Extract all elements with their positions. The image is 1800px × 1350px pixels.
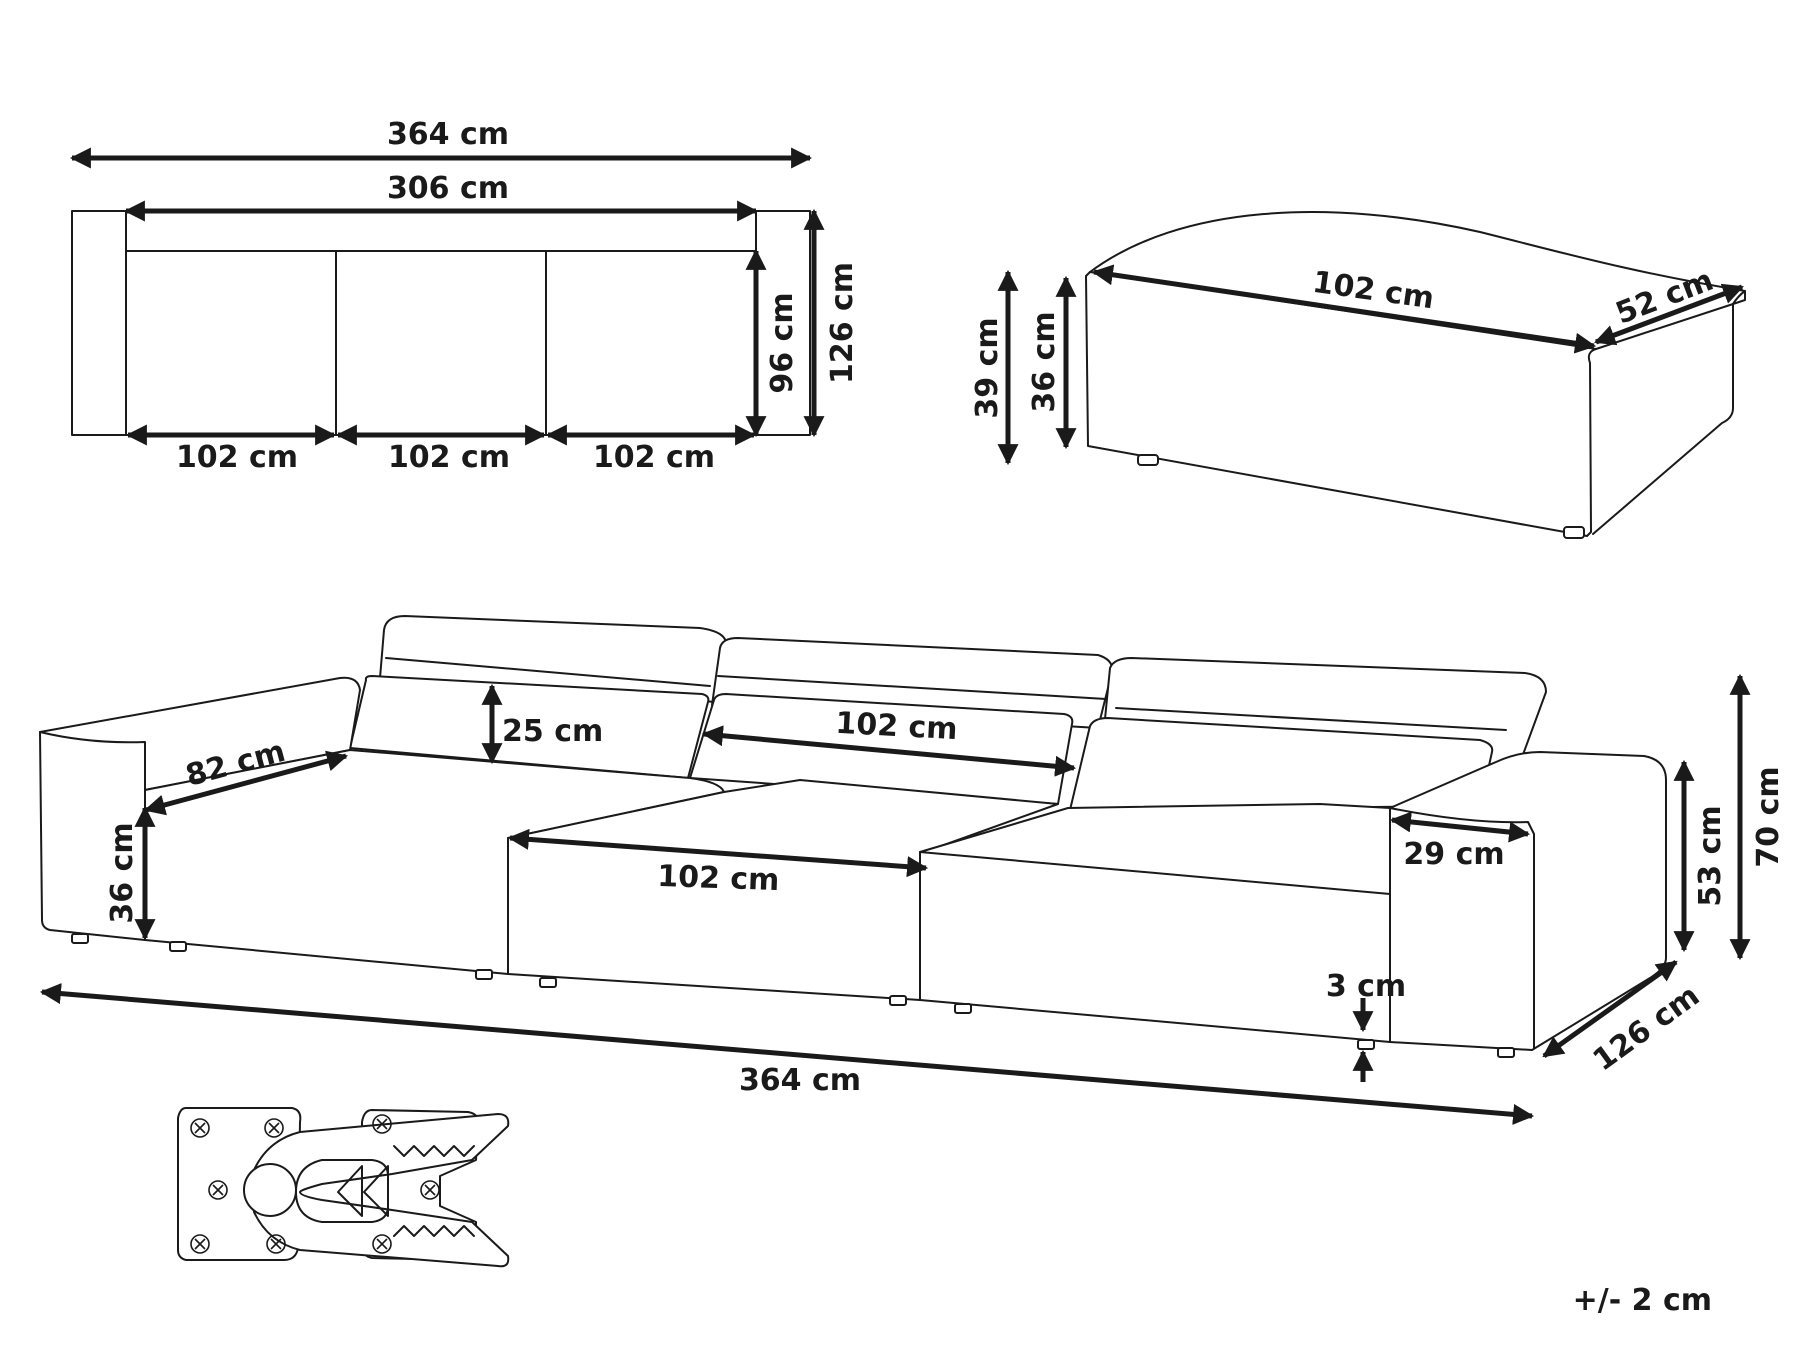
overall-depth-label: 126 cm [825,262,860,384]
ottoman-foot-right [1563,526,1585,539]
clip-arrow-inner [337,1165,363,1217]
leg-height-label: 3 cm [1326,969,1406,1004]
seat-height-label: 36 cm [105,822,140,923]
left-armrest-outline [71,210,127,436]
sofa-foot-2 [169,941,187,952]
sofa-view: 25 cm 102 cm 82 cm 36 cm 102 cm 29 cm 53… [39,615,1786,1125]
module-width-label-1: 102 cm [176,440,298,475]
screw-icon [208,1180,228,1200]
armrest-width-arrow [1389,811,1531,843]
ottoman-length-arrow [1091,264,1597,354]
clip-body [253,1113,510,1268]
pillow-3 [1069,717,1494,811]
seat-module-3-outline [545,250,757,436]
screw-icon [270,1238,282,1250]
seat-depth-label: 96 cm [765,292,800,393]
tolerance-note: +/- 2 cm [1573,1283,1712,1318]
left-armrest-edge [39,731,146,791]
screw-icon [266,1234,286,1254]
screw-icon [212,1184,224,1196]
front-module-width-arrow [507,828,929,878]
ottoman-right-side [1592,303,1734,535]
sofa-foot-3 [475,969,493,980]
sofa-foot-7 [1357,1039,1375,1050]
screw-icon [372,1114,392,1134]
back-module-width-label: 102 cm [835,706,959,747]
ottoman-foot-left [1137,454,1159,466]
armrest-width-label: 29 cm [1403,837,1504,872]
screw-icon [194,1122,206,1134]
overall-width-arrow [39,983,1535,1125]
back-cushion-2-seam [717,675,1107,700]
overall-width-label: 364 cm [387,117,509,152]
clip-teeth-top [393,1145,475,1157]
seat-depth-arrow [143,750,349,816]
ottoman-depth-arrow [1594,283,1744,346]
clip-teeth-bottom [393,1225,475,1237]
pillow-1 [349,675,710,779]
front-module-width-label: 102 cm [657,859,780,898]
clip-arrow-outer [363,1165,389,1217]
seat-module-2-outline [335,250,547,436]
sofa-foot-1 [71,933,89,944]
screw-icon [190,1234,210,1254]
screw-icon [190,1118,210,1138]
screw-icon [420,1180,440,1200]
screw-icon [268,1122,280,1134]
screw-icon [194,1238,206,1250]
screw-icon [372,1234,392,1254]
overall-width-label: 364 cm [739,1063,861,1098]
seat-width-label: 306 cm [387,171,509,206]
right-seat-front-edge [919,851,1391,895]
back-cushion-3-seam [1115,707,1507,731]
backrest-outline [125,210,757,252]
ottoman-height-label: 39 cm [970,317,1005,418]
module-width-label-2: 102 cm [388,440,510,475]
overall-depth-arrow [1542,959,1678,1059]
sofa-foot-6 [954,1003,972,1014]
back-module-width-arrow [701,725,1077,777]
ottoman-seat-height-label: 36 cm [1027,311,1062,412]
screw-icon [264,1118,284,1138]
right-armrest [1389,751,1667,1051]
screw-icon [376,1118,388,1130]
sofa-foot-8 [1497,1047,1515,1058]
ottoman-view: 102 cm 52 cm 39 cm 36 cm [970,211,1746,539]
armrest-height-label: 53 cm [1693,805,1728,906]
seat-module-right [919,803,1391,1043]
backrest-height-label: 25 cm [502,714,603,749]
sofa-foot-4 [539,977,557,988]
connector-clip-detail [177,1107,510,1268]
top-view: 364 cm 306 cm 102 cm 102 cm 102 cm 96 cm… [69,117,860,475]
screw-icon [376,1238,388,1250]
clip-pivot [243,1163,297,1217]
screw-icons [190,1114,440,1254]
overall-height-label: 70 cm [1751,766,1786,867]
seat-module-1-outline [125,250,337,436]
back-cushion-1-seam [385,657,711,687]
module-width-label-3: 102 cm [593,440,715,475]
sofa-foot-5 [889,995,907,1006]
screw-icon [424,1184,436,1196]
